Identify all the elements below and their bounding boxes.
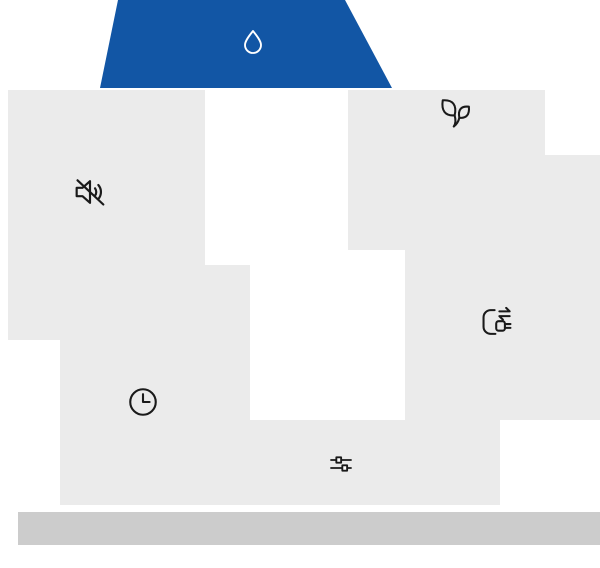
header-banner[interactable] <box>100 0 392 88</box>
sliders-icon <box>325 448 357 480</box>
water-drop-icon <box>237 27 269 59</box>
eco-leaves-icon <box>438 94 476 132</box>
tile-settings[interactable] <box>205 420 500 505</box>
power-connect-icon <box>478 303 516 341</box>
clock-icon <box>125 384 161 420</box>
speaker-muted-icon <box>70 172 110 212</box>
tile-connect[interactable] <box>405 155 600 420</box>
bottom-bar <box>18 512 600 545</box>
